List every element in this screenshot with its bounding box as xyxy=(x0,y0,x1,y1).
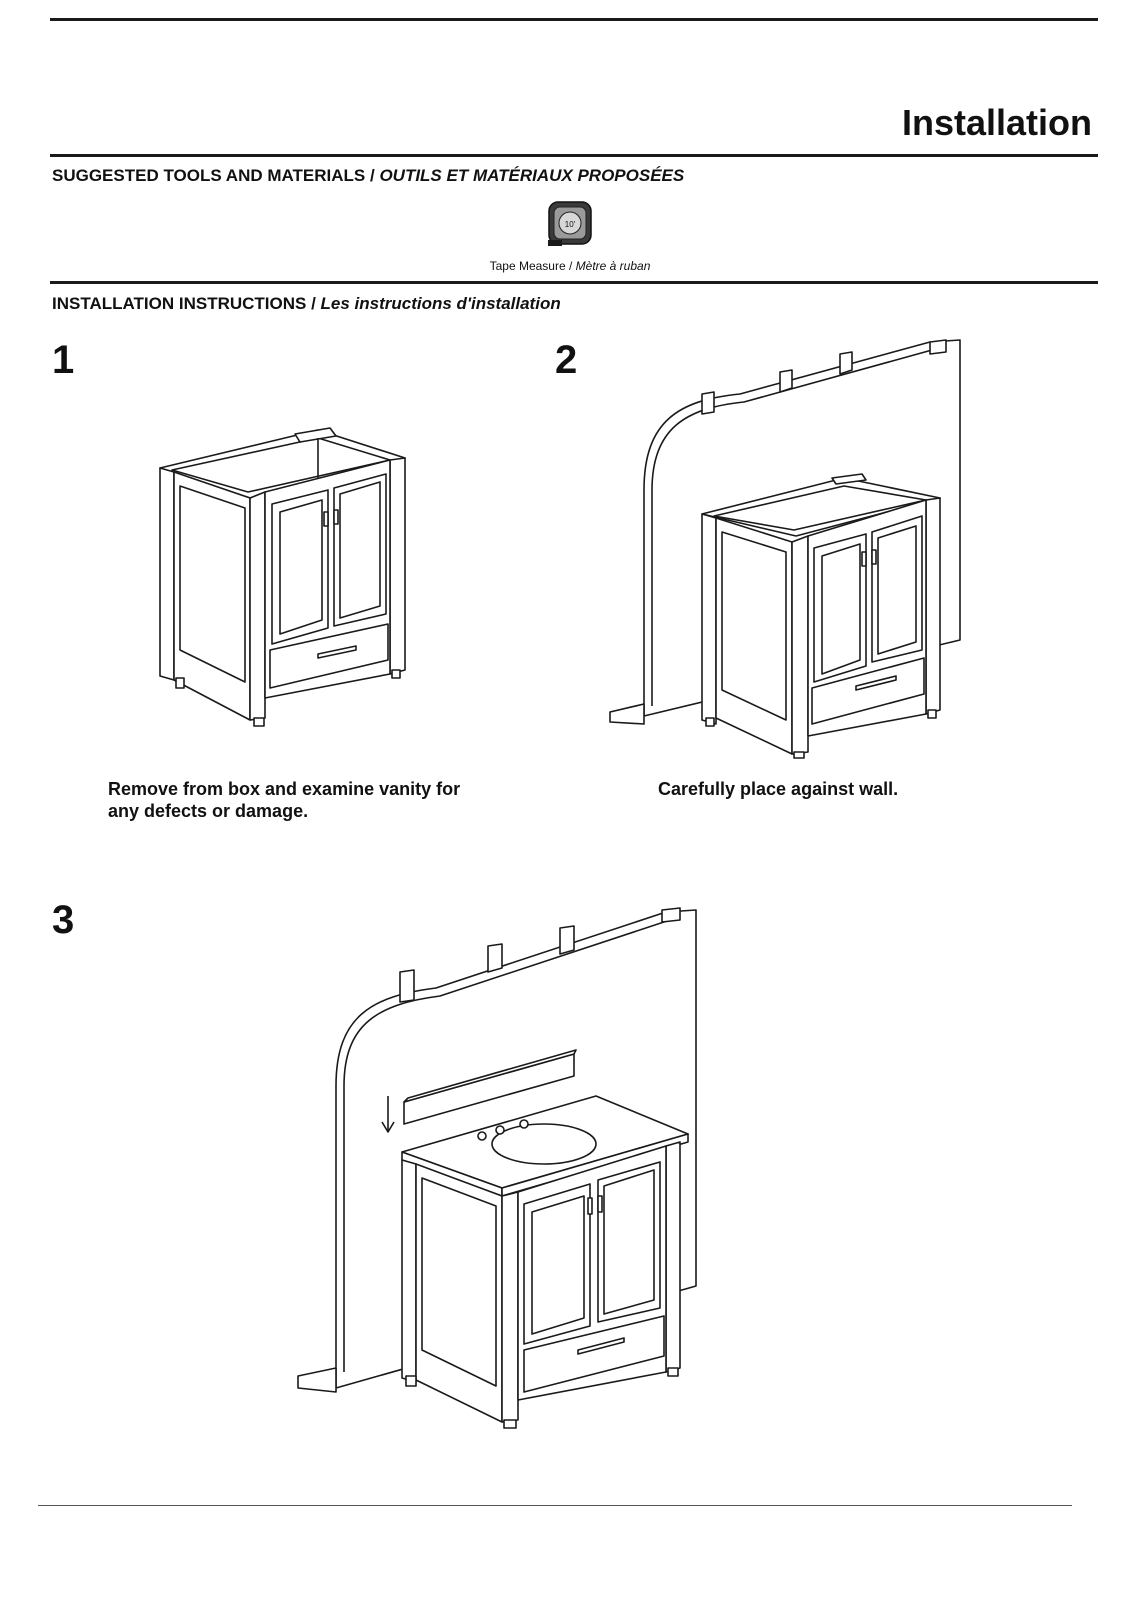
tool-item-tape-measure: 10' Tape Measure / Mètre à ruban xyxy=(460,200,680,273)
tool-label: Tape Measure / Mètre à ruban xyxy=(460,259,680,273)
footer-rule xyxy=(38,1505,1072,1506)
instructions-heading-en: INSTALLATION INSTRUCTIONS / xyxy=(52,294,321,313)
tape-measure-icon: 10' xyxy=(548,201,592,246)
top-rule xyxy=(50,18,1098,21)
step-3-illustration xyxy=(297,907,697,1429)
step-1-illustration xyxy=(159,427,406,727)
step-2-number: 2 xyxy=(555,338,578,382)
step-2-illustration xyxy=(609,339,961,759)
tools-heading-en: SUGGESTED TOOLS AND MATERIALS / xyxy=(52,166,380,185)
title-rule xyxy=(50,154,1098,157)
tape-measure-icon-text: 10' xyxy=(565,220,576,229)
step-2-caption-line1: Carefully place against wall. xyxy=(658,779,899,799)
tool-label-en: Tape Measure / xyxy=(489,259,576,273)
step-1-caption: Remove from box and examine vanity for a… xyxy=(108,778,460,822)
step-1-caption-line2: any defects or damage. xyxy=(108,801,309,821)
tools-section-heading: SUGGESTED TOOLS AND MATERIALS / OUTILS E… xyxy=(52,166,684,186)
page-title: Installation xyxy=(901,102,1092,143)
step-2-caption: Carefully place against wall. xyxy=(658,778,898,800)
step-1-number: 1 xyxy=(52,338,75,382)
step-3-number: 3 xyxy=(52,898,75,942)
tools-rule xyxy=(50,281,1098,284)
tool-label-fr: Mètre à ruban xyxy=(575,259,651,273)
tools-heading-fr: OUTILS ET MATÉRIAUX PROPOSÉES xyxy=(379,166,685,185)
instructions-section-heading: INSTALLATION INSTRUCTIONS / Les instruct… xyxy=(52,294,561,314)
step-1-caption-line1: Remove from box and examine vanity for xyxy=(108,779,461,799)
instructions-heading-fr: Les instructions d'installation xyxy=(320,294,561,313)
